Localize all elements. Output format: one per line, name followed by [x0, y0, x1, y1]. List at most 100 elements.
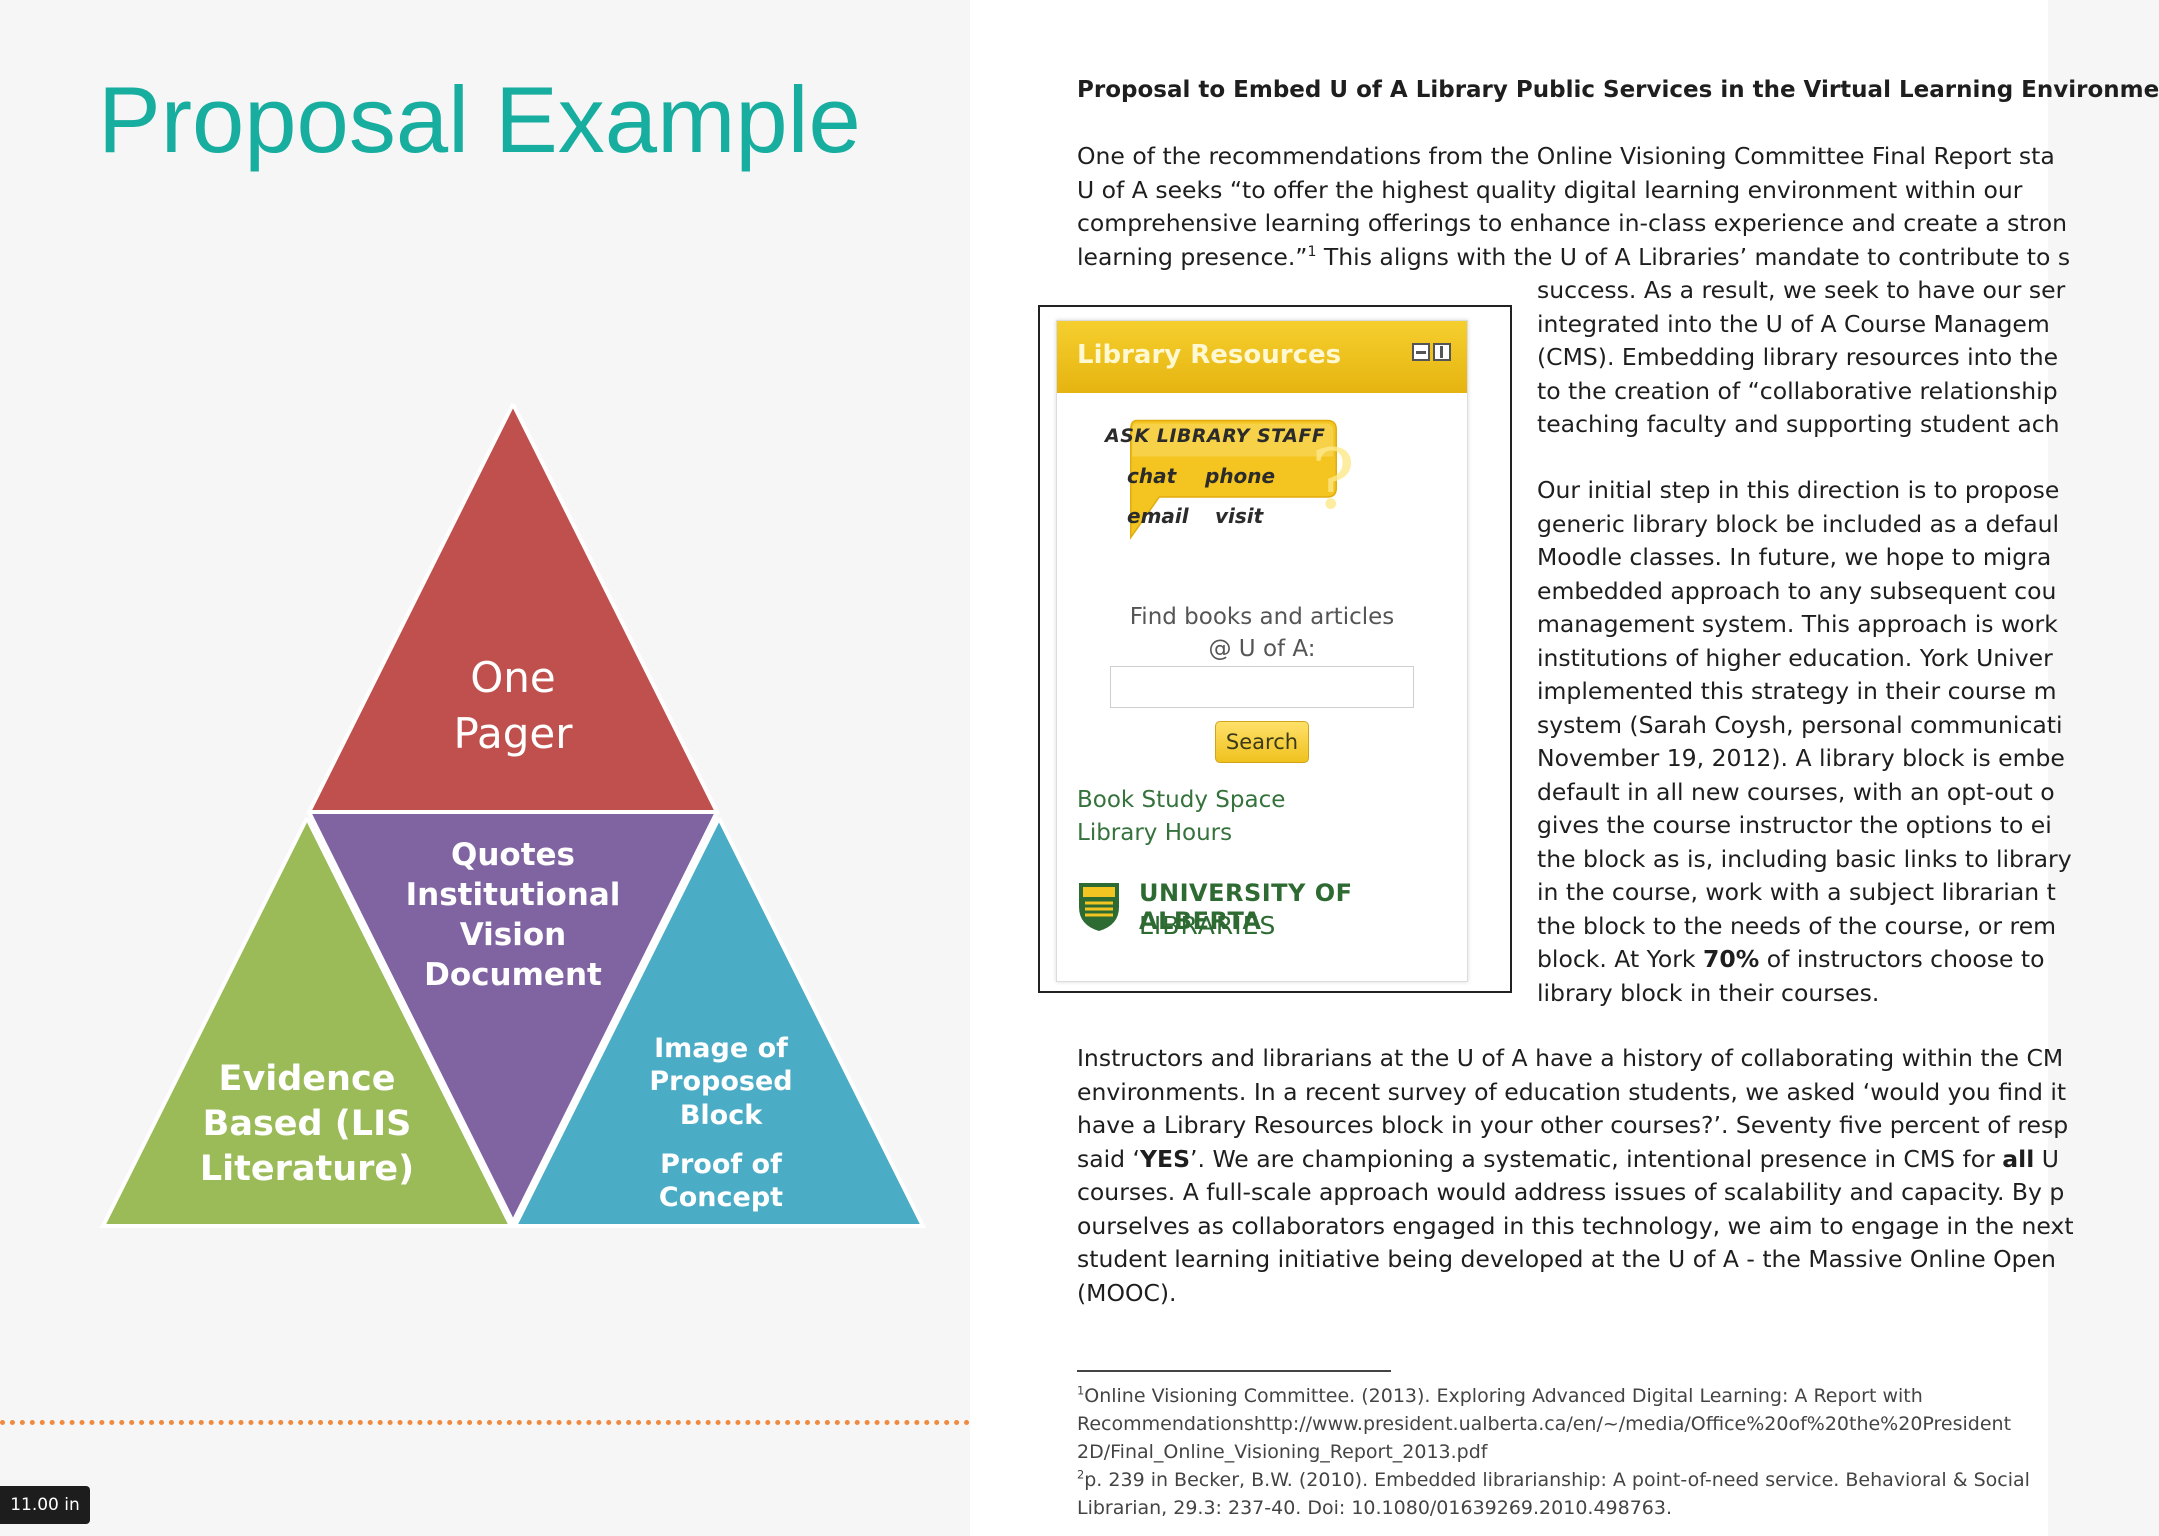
- p3-line-4: said ‘YES’. We are championing a systema…: [1077, 1143, 2074, 1177]
- p3-line-4-a: said ‘: [1077, 1144, 1141, 1173]
- library-search-input[interactable]: [1110, 666, 1414, 708]
- dotted-divider: [0, 1420, 970, 1425]
- paragraph-1-line-4: learning presence.”1 This aligns with th…: [1077, 241, 2070, 275]
- document-page: Proposal to Embed U of A Library Public …: [970, 0, 2159, 1536]
- wrap-line-3: (CMS). Embedding library resources into …: [1537, 343, 2059, 371]
- ask-staff-bubble[interactable]: [1091, 419, 1373, 540]
- footnote-2-line-1: 2p. 239 in Becker, B.W. (2010). Embedded…: [1077, 1466, 2030, 1494]
- p2-line-15-a: block. At York: [1537, 945, 1703, 973]
- p2-line-11: gives the course instructor the options …: [1537, 811, 2052, 839]
- ask-staff-title: ASK LIBRARY STAFF: [1105, 425, 1326, 447]
- pyramid-left-label-2: Based (LIS: [203, 1104, 412, 1144]
- footnote-ref-1[interactable]: 1: [1307, 243, 1317, 260]
- document-title: Proposal to Embed U of A Library Public …: [1077, 77, 2159, 103]
- university-name: UNIVERSITY OF ALBERTA: [1139, 879, 1353, 935]
- footnotes: 1Online Visioning Committee. (2013). Exp…: [1077, 1382, 2030, 1522]
- paragraph-1-wrap: success. As a result, we seek to have ou…: [1537, 274, 2065, 442]
- minimize-icon[interactable]: [1412, 343, 1430, 361]
- p2-line-15-b: of instructors choose to: [1759, 945, 2045, 973]
- wrap-line-1: success. As a result, we seek to have ou…: [1537, 276, 2066, 304]
- p2-line-6: institutions of higher education. York U…: [1537, 643, 2053, 672]
- footnote-mark-2: 2: [1077, 1467, 1085, 1482]
- ask-visit-link[interactable]: visit: [1215, 504, 1264, 528]
- header-controls: [1412, 343, 1451, 361]
- pyramid-right-triangle: [515, 818, 923, 1226]
- p3-line-2: environments. In a recent survey of educ…: [1077, 1077, 2067, 1106]
- find-books-label: Find books and articles @ U of A:: [1057, 601, 1467, 665]
- p2-percent: 70%: [1703, 945, 1760, 973]
- ask-chat-link[interactable]: chat: [1127, 464, 1177, 488]
- pyramid-right-label-2: Proposed: [649, 1066, 792, 1097]
- library-block-header: Library Resources: [1057, 321, 1467, 393]
- pyramid-right-label-1: Image of: [654, 1033, 788, 1064]
- pyramid-right-label-4: Proof of: [660, 1149, 782, 1180]
- paragraph-1-line-4-b: This aligns with the U of A Libraries’ m…: [1316, 242, 2071, 271]
- paragraph-1-line-3: comprehensive learning offerings to enha…: [1077, 209, 2068, 237]
- footnote-2-text: p. 239 in Becker, B.W. (2010). Embedded …: [1084, 1469, 2030, 1491]
- p3-yes: YES: [1140, 1144, 1191, 1173]
- p3-line-4-b: ’. We are championing a systematic, inte…: [1190, 1144, 2003, 1173]
- pyramid-middle-label-3: Vision: [460, 917, 567, 953]
- p2-line-9: November 19, 2012). A library block is e…: [1537, 744, 2065, 772]
- dock-icon[interactable]: [1433, 343, 1451, 361]
- p3-line-5: courses. A full-scale approach would add…: [1077, 1178, 2065, 1206]
- p2-line-8: system (Sarah Coysh, personal communicat…: [1537, 710, 2063, 739]
- wrap-line-4: to the creation of “collaborative relati…: [1537, 376, 2058, 405]
- pyramid-diagram: One Pager Quotes Institutional Vision Do…: [99, 403, 927, 1228]
- book-study-space-link[interactable]: Book Study Space: [1077, 787, 1286, 813]
- p3-line-1: Instructors and librarians at the U of A…: [1077, 1044, 2064, 1072]
- p3-line-3: have a Library Resources block in your o…: [1077, 1111, 2069, 1139]
- p2-line-10: default in all new courses, with an opt-…: [1537, 777, 2055, 806]
- footnote-1-line-2[interactable]: Recommendationshttp://www.president.ualb…: [1077, 1413, 2012, 1435]
- footnote-2-line-2: Librarian, 29.3: 237-40. Doi: 10.1080/01…: [1077, 1497, 1673, 1519]
- pyramid-left-label-1: Evidence: [219, 1059, 396, 1099]
- p2-line-4: embedded approach to any subsequent cou: [1537, 576, 2057, 605]
- university-crest-icon: [1079, 883, 1119, 931]
- p2-line-14: the block to the needs of the course, or…: [1537, 911, 2057, 940]
- ask-phone-link[interactable]: phone: [1205, 464, 1276, 488]
- pyramid-left-triangle: [103, 818, 511, 1226]
- pyramid-top-label-2: Pager: [454, 709, 574, 758]
- p2-line-13: in the course, work with a subject libra…: [1537, 878, 2056, 906]
- library-resources-block: Library Resources ASK LIBRARY STAFF chat…: [1056, 320, 1468, 982]
- pyramid-middle-triangle: [309, 812, 717, 1222]
- footnote-rule: [1077, 1370, 1391, 1372]
- paragraph-1: One of the recommendations from the Onli…: [1077, 140, 2070, 274]
- paragraph-1-line-2: U of A seeks “to offer the highest quali…: [1077, 175, 2023, 204]
- paragraph-2: Our initial step in this direction is to…: [1537, 474, 2072, 1010]
- paragraph-1-line-4-a: learning presence.”: [1077, 242, 1308, 271]
- library-hours-link[interactable]: Library Hours: [1077, 820, 1233, 846]
- pyramid-middle-label-2: Institutional: [406, 877, 621, 913]
- libraries-label: LIBRARIES: [1139, 911, 1277, 940]
- question-icon: ?: [1311, 433, 1355, 528]
- find-books-label-2: @ U of A:: [1208, 636, 1316, 662]
- wrap-line-2: integrated into the U of A Course Manage…: [1537, 309, 2050, 338]
- p3-line-4-c: U: [2034, 1144, 2059, 1173]
- search-button[interactable]: Search: [1215, 721, 1309, 763]
- find-books-label-1: Find books and articles: [1129, 604, 1395, 630]
- wrap-line-5: teaching faculty and supporting student …: [1537, 410, 2060, 438]
- p3-line-8: (MOOC).: [1077, 1278, 1177, 1307]
- paragraph-1-line-1: One of the recommendations from the Onli…: [1077, 142, 2055, 170]
- p3-line-6: ourselves as collaborators engaged in th…: [1077, 1211, 2074, 1240]
- slide-title: Proposal Example: [98, 67, 861, 172]
- footnote-1-line-1: 1Online Visioning Committee. (2013). Exp…: [1077, 1382, 2030, 1410]
- p2-line-1: Our initial step in this direction is to…: [1537, 476, 2060, 504]
- footnote-1-line-3[interactable]: 2D/Final_Online_Visioning_Report_2013.pd…: [1077, 1441, 1488, 1463]
- p3-line-7: student learning initiative being develo…: [1077, 1245, 2056, 1273]
- pyramid-right-label-3: Block: [680, 1100, 763, 1131]
- p2-line-2: generic library block be included as a d…: [1537, 509, 2060, 538]
- p2-line-15: block. At York 70% of instructors choose…: [1537, 943, 2072, 977]
- footnote-mark-1: 1: [1077, 1383, 1085, 1398]
- page-size-badge: 11.00 in: [0, 1486, 90, 1524]
- library-block-title: Library Resources: [1077, 340, 1342, 370]
- paragraph-3: Instructors and librarians at the U of A…: [1077, 1042, 2074, 1310]
- pyramid-middle-label-1: Quotes: [451, 837, 575, 873]
- p2-line-12: the block as is, including basic links t…: [1537, 844, 2072, 873]
- pyramid-top-triangle: [309, 404, 717, 812]
- ask-email-link[interactable]: email: [1127, 504, 1189, 528]
- pyramid-left-label-3: Literature): [200, 1149, 414, 1189]
- footnote-1-text: Online Visioning Committee. (2013). Expl…: [1084, 1385, 1923, 1407]
- p2-line-7: implemented this strategy in their cours…: [1537, 677, 2057, 705]
- p2-line-16: library block in their courses.: [1537, 978, 1880, 1007]
